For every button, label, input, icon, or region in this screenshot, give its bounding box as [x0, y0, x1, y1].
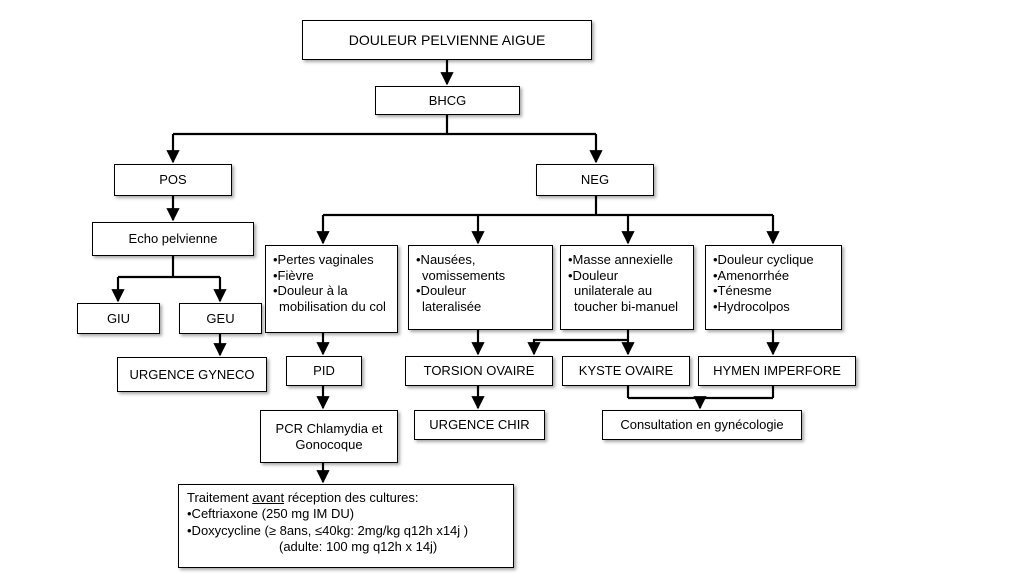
node-consultation: Consultation en gynécologie	[602, 410, 802, 440]
symptom-line: •Hydrocolpos	[713, 298, 790, 314]
node-echo-pelvienne: Echo pelvienne	[92, 222, 254, 256]
treatment-line: (adulte: 100 mg q12h x 14j)	[279, 538, 438, 554]
symptom-line: toucher bi-manuel	[574, 298, 679, 314]
treatment-title: Traitement avant réception des cultures:	[187, 490, 419, 505]
node-neg: NEG	[536, 164, 654, 196]
node-symptoms-pid: •Pertes vaginales •Fièvre •Douleur à la …	[265, 245, 398, 333]
symptom-line: •Ténesme	[713, 283, 772, 299]
node-traitement: Traitement avant réception des cultures:…	[178, 484, 514, 568]
symptom-line: •Douleur à la	[273, 283, 348, 299]
symptom-line: •Fièvre	[273, 267, 314, 283]
pcr-line-1: PCR Chlamydia et	[275, 420, 383, 436]
symptom-line: •Amenorrhée	[713, 267, 790, 283]
node-urgence-chir: URGENCE CHIR	[414, 410, 545, 440]
symptom-line: mobilisation du col	[279, 298, 386, 314]
symptom-line: vomissements	[422, 267, 506, 283]
node-geu: GEU	[179, 303, 262, 334]
symptom-line: unilaterale au	[574, 283, 653, 299]
node-symptoms-kyste: •Masse annexielle •Douleur unilaterale a…	[560, 245, 694, 330]
pcr-line-2: Gonocoque	[295, 436, 363, 452]
treatment-line: •Doxycycline (≥ 8ans, ≤40kg: 2mg/kg q12h…	[187, 522, 469, 538]
node-symptoms-torsion: •Nausées, vomissements •Douleur laterali…	[408, 245, 553, 330]
node-pcr: PCR Chlamydia et Gonocoque	[260, 410, 398, 463]
edge-hymen-consult	[693, 396, 773, 410]
node-kyste-ovaire: KYSTE OVAIRE	[562, 356, 690, 386]
edge-kystesymptoms-torsion	[527, 338, 628, 356]
symptom-line: •Pertes vaginales	[273, 252, 374, 267]
treatment-line: •Ceftriaxone (250 mg IM DU)	[187, 506, 355, 522]
node-urgence-gyneco: URGENCE GYNECO	[117, 357, 267, 392]
node-symptoms-hymen: •Douleur cyclique •Amenorrhée •Ténesme •…	[705, 245, 842, 330]
symptom-line: •Nausées,	[416, 252, 476, 267]
node-bhcg: BHCG	[375, 86, 520, 115]
symptom-line: lateralisée	[422, 298, 482, 314]
node-pid: PID	[286, 356, 362, 386]
node-torsion-ovaire: TORSION OVAIRE	[405, 356, 553, 386]
symptom-line: •Douleur	[568, 267, 619, 283]
node-hymen-imperfore: HYMEN IMPERFORE	[698, 356, 856, 386]
symptom-line: •Masse annexielle	[568, 252, 673, 267]
node-pos: POS	[114, 164, 232, 196]
node-douleur-pelvienne: DOULEUR PELVIENNE AIGUE	[302, 20, 592, 60]
symptom-line: •Douleur	[416, 283, 467, 299]
symptom-line: •Douleur cyclique	[713, 252, 814, 267]
node-giu: GIU	[77, 303, 160, 334]
